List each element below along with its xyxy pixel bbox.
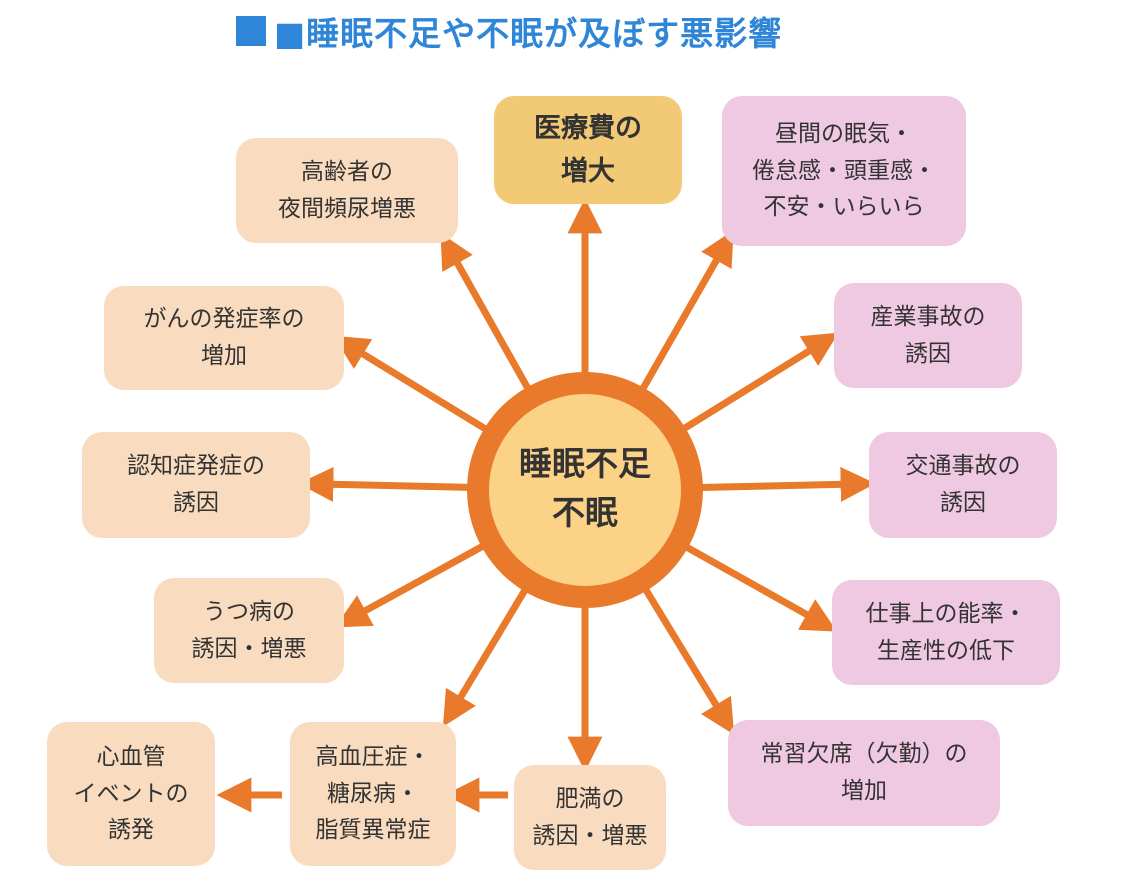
center-label: 睡眠不足 不眠 [519,443,651,533]
arrow-to-daytime-sleepiness [636,229,734,397]
diagram-title: ■睡眠不足や不眠が及ぼす悪影響 [236,8,782,54]
arrow-to-traffic-accidents [694,466,876,502]
effect-cancer: がんの発症率の 増加 [104,286,344,390]
effect-work-efficiency: 仕事上の能率・ 生産性の低下 [832,580,1060,685]
effect-medical-costs: 医療費の 増大 [494,96,682,204]
effect-dementia: 認知症発症の 誘因 [82,432,310,538]
arrow-to-absenteeism [639,582,735,735]
arrow-to-dementia [298,466,476,502]
title-square-icon [236,16,266,46]
effect-obesity: 肥満の 誘因・増悪 [514,765,666,870]
effect-hypertension-diabetes: 高血圧症・ 糖尿病・ 脂質異常症 [290,722,456,866]
center-circle [489,394,681,586]
arrow-to-elderly-nocturia [440,232,535,396]
effect-traffic-accidents: 交通事故の 誘因 [869,432,1057,538]
effect-elderly-nocturia: 高齢者の 夜間頻尿増悪 [236,138,458,243]
arrow-to-hypertension-diabetes [442,582,532,727]
effect-cardiovascular-events: 心血管 イベントの 誘発 [47,722,215,866]
effect-absenteeism: 常習欠席（欠勤）の 増加 [728,720,1000,826]
arrow-to-cancer [333,335,494,436]
effect-industrial-accidents: 産業事故の 誘因 [834,283,1022,388]
ray-arrows [298,198,876,772]
arrow-to-depression [334,539,491,628]
effect-depression: うつ病の 誘因・増悪 [154,578,344,683]
arrow-to-work-efficiency [679,540,838,632]
arrow-to-industrial-accidents [676,332,839,435]
title-text: ■睡眠不足や不眠が及ぼす悪影響 [274,14,783,53]
effect-daytime-sleepiness: 昼間の眠気・ 倦怠感・頭重感・ 不安・いらいら [722,96,966,246]
